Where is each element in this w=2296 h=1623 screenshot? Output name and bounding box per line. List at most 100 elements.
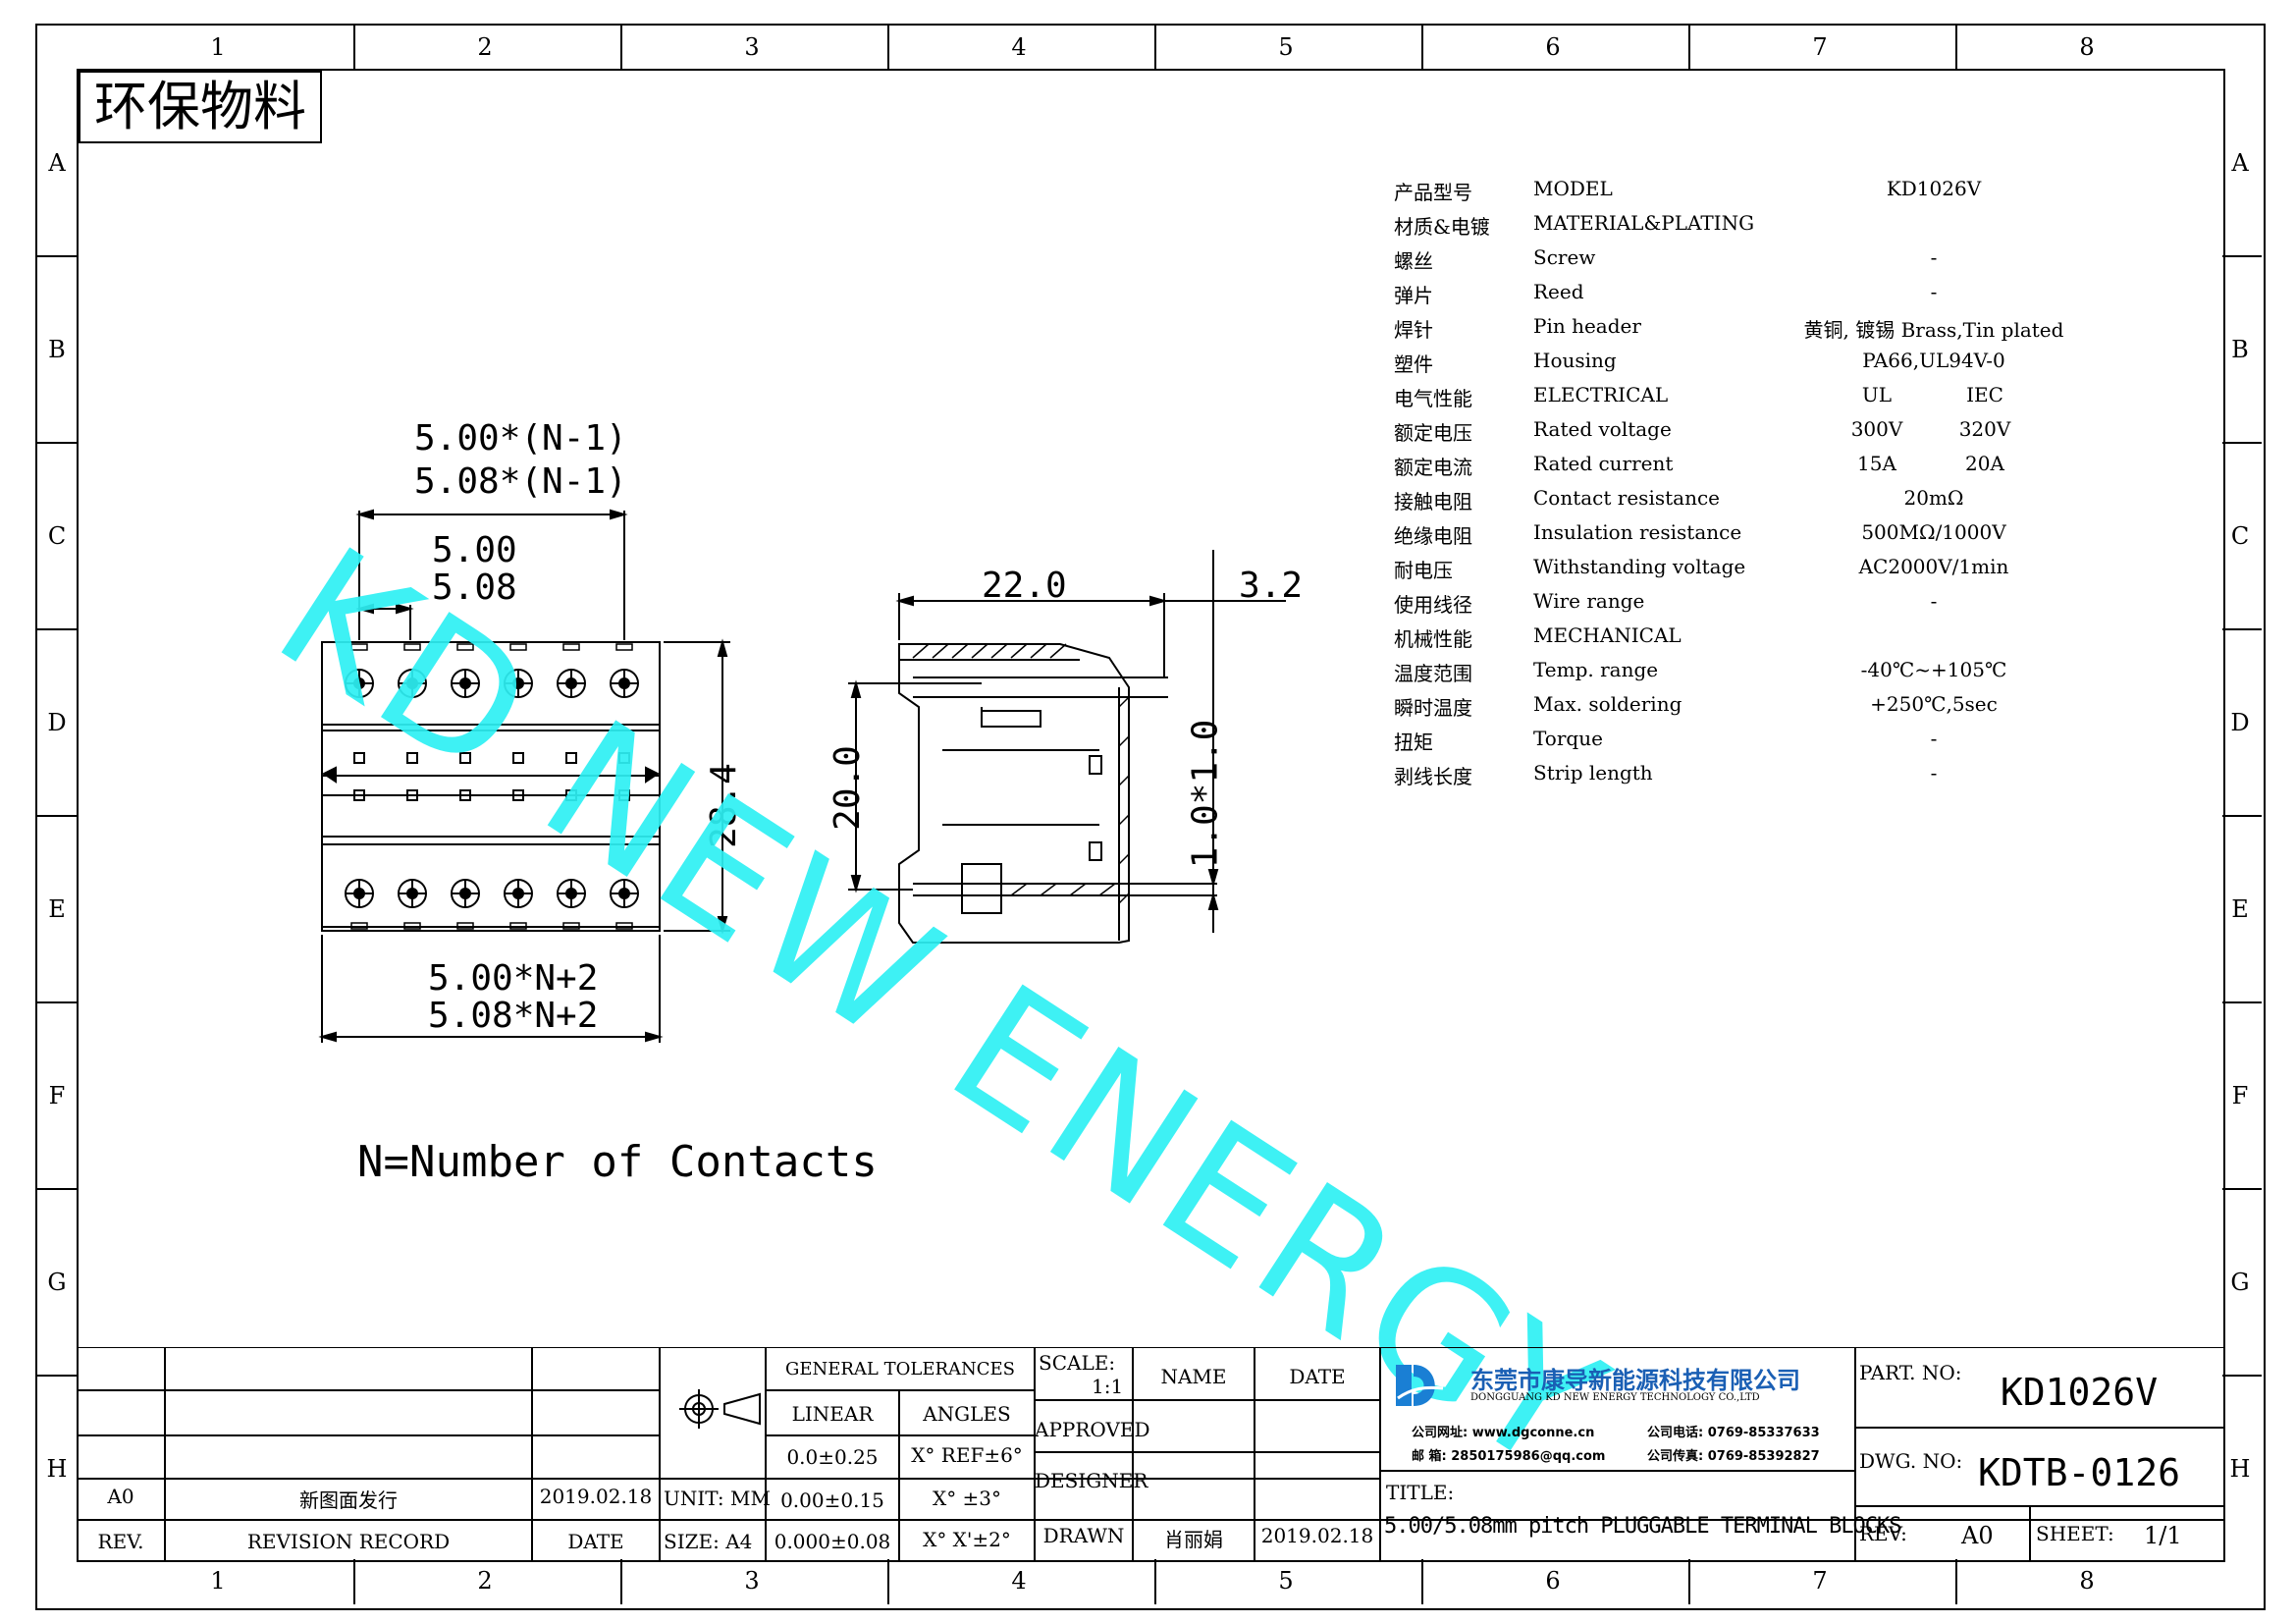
zone-tick xyxy=(1688,1559,1690,1604)
zone-row-E-left: E xyxy=(48,895,66,923)
housing-notch xyxy=(562,922,580,930)
spec-label-en: MODEL xyxy=(1533,177,1613,200)
zone-row-G-right: G xyxy=(2230,1269,2250,1296)
zone-col-3-top: 3 xyxy=(744,33,760,61)
zone-tick xyxy=(1421,1559,1423,1604)
pin-square xyxy=(512,789,524,801)
zone-row-B-right: B xyxy=(2231,336,2249,363)
pin-square xyxy=(565,752,577,764)
spec-label-cn: 绝缘电阻 xyxy=(1394,524,1472,548)
zone-col-6-top: 6 xyxy=(1545,33,1561,61)
website: 公司网址: www.dgconne.cn xyxy=(1412,1426,1595,1440)
zone-col-6-bottom: 6 xyxy=(1545,1567,1561,1595)
rev-label: REV. xyxy=(97,1530,144,1553)
spec-label-en: Strip length xyxy=(1533,761,1653,784)
company-logo xyxy=(1392,1359,1445,1412)
spec-label-en: Screw xyxy=(1533,245,1596,269)
zone-tick xyxy=(887,1559,889,1604)
zone-tick xyxy=(37,628,79,630)
spec-label-en: Rated voltage xyxy=(1533,417,1672,441)
rev-code: A0 xyxy=(107,1485,134,1508)
rev-date: 2019.02.18 xyxy=(539,1485,653,1508)
email: 邮 箱: 2850175986@qq.com xyxy=(1412,1449,1606,1464)
drawing-title: 5.00/5.08mm pitch PLUGGABLE TERMINAL BLO… xyxy=(1384,1514,1902,1539)
housing-notch xyxy=(615,922,633,930)
zone-tick xyxy=(2222,442,2262,444)
title-block: A0 新图面发行 2019.02.18 REV. REVISION RECORD… xyxy=(77,1347,2223,1560)
spec-label-cn: 瞬时温度 xyxy=(1394,696,1472,720)
spec-label-en: Torque xyxy=(1533,727,1603,750)
housing-notch xyxy=(615,643,633,651)
general-tolerances: GENERAL TOLERANCES xyxy=(784,1359,1016,1380)
zone-row-A-right: A xyxy=(2231,149,2249,177)
zone-col-5-bottom: 5 xyxy=(1278,1567,1294,1595)
zone-col-7-bottom: 7 xyxy=(1812,1567,1828,1595)
zone-tick xyxy=(620,1559,622,1604)
name-col-label: NAME xyxy=(1160,1365,1227,1388)
dwg-number: KDTB-0126 xyxy=(1978,1451,2180,1494)
spec-label-cn: 产品型号 xyxy=(1394,181,1472,204)
outer-frame xyxy=(35,24,2266,1610)
zone-row-C-right: C xyxy=(2230,522,2250,550)
record-label: REVISION RECORD xyxy=(246,1530,451,1553)
zone-tick xyxy=(2222,628,2262,630)
housing-notch xyxy=(509,922,527,930)
zone-row-F-left: F xyxy=(48,1082,66,1109)
part-number: KD1026V xyxy=(2000,1371,2159,1414)
housing-notch xyxy=(509,643,527,651)
zone-tick xyxy=(1421,26,1423,69)
tol-angle-1: X° REF±6° xyxy=(911,1443,1023,1467)
angles-label: ANGLES xyxy=(923,1402,1011,1426)
spec-label-cn: 螺丝 xyxy=(1394,249,1433,273)
spec-value: AC2000V/1min xyxy=(1858,555,2009,578)
zone-col-2-bottom: 2 xyxy=(477,1567,493,1595)
dim-pitch-1: 5.00 xyxy=(432,530,517,570)
zone-row-D-right: D xyxy=(2230,709,2250,736)
spec-label-cn: 扭矩 xyxy=(1394,730,1433,754)
approved-label: APPROVED xyxy=(1035,1418,1150,1441)
zone-tick xyxy=(37,255,79,257)
spec-label-en: Insulation resistance xyxy=(1533,520,1742,544)
spec-value: 20mΩ xyxy=(1903,486,1964,510)
rev2-value: A0 xyxy=(1961,1522,1994,1549)
zone-col-8-top: 8 xyxy=(2079,33,2095,61)
zone-col-4-top: 4 xyxy=(1011,33,1027,61)
drawn-name: 肖丽娟 xyxy=(1164,1528,1223,1551)
tol-linear-1: 0.0±0.25 xyxy=(786,1445,879,1469)
zone-col-7-top: 7 xyxy=(1812,33,1828,61)
scale-label: SCALE: xyxy=(1039,1351,1116,1375)
pin-square xyxy=(406,789,418,801)
spec-value: - xyxy=(1930,761,1938,784)
spec-value-2: 320V xyxy=(1958,417,2011,441)
spec-label-cn: 弹片 xyxy=(1394,284,1433,307)
zone-tick xyxy=(2222,1001,2262,1003)
spec-value: - xyxy=(1930,245,1938,269)
zone-row-C-left: C xyxy=(47,522,67,550)
zone-row-A-left: A xyxy=(48,149,66,177)
spec-value: 黄铜, 镀锡 Brass,Tin plated xyxy=(1803,318,2064,342)
spec-value: +250℃,5sec xyxy=(1870,692,1998,716)
eco-label: 环保物料 xyxy=(79,71,322,143)
rev-record: 新图面发行 xyxy=(299,1488,398,1512)
spec-value: KD1026V xyxy=(1886,177,1982,200)
zone-tick xyxy=(1955,1559,1957,1604)
zone-tick xyxy=(1688,26,1690,69)
zone-col-8-bottom: 8 xyxy=(2079,1567,2095,1595)
tol-linear-2: 0.00±0.15 xyxy=(780,1488,884,1512)
spec-label-cn: 耐电压 xyxy=(1394,559,1453,582)
spec-value: -40℃~+105℃ xyxy=(1860,658,2007,681)
spec-label-en: Pin header xyxy=(1533,314,1641,338)
zone-col-1-bottom: 1 xyxy=(210,1567,226,1595)
scale-value: 1:1 xyxy=(1092,1375,1124,1398)
spec-label-en: ELECTRICAL xyxy=(1533,383,1669,406)
dim-side-height: 20.0 xyxy=(827,745,868,831)
zone-tick xyxy=(37,1001,79,1003)
zone-tick xyxy=(2222,815,2262,817)
zone-tick xyxy=(37,1188,79,1190)
spec-value-1: 15A xyxy=(1857,452,1896,475)
housing-notch xyxy=(350,922,368,930)
dwg-label: DWG. NO: xyxy=(1859,1449,1963,1473)
spec-label-cn: 焊针 xyxy=(1394,318,1433,342)
zone-tick xyxy=(353,1559,355,1604)
